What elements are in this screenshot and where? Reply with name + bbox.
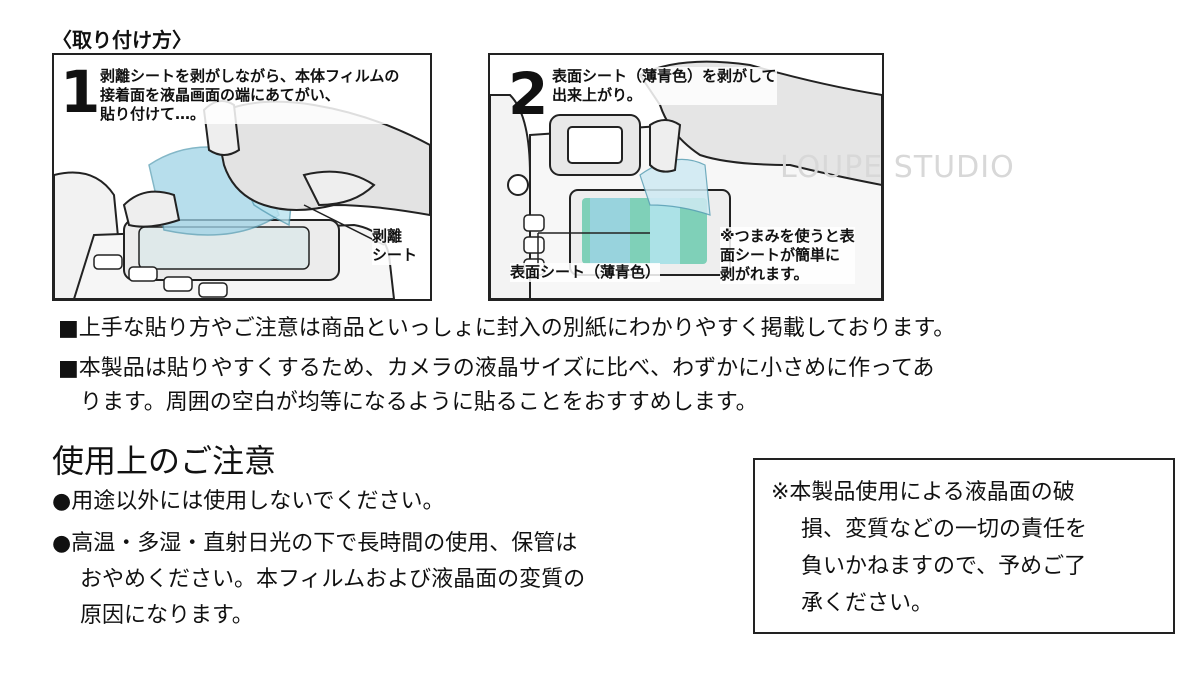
- release-sheet-callout: 剥離 シート: [372, 227, 418, 265]
- step2-text-line: 表面シート（薄青色）を剥がして: [552, 67, 777, 85]
- step2-instruction: 表面シート（薄青色）を剥がして 出来上がり。: [552, 67, 777, 105]
- watermark-logo: LOUPE STUDIO: [780, 150, 1015, 185]
- notice-text: 上手な貼り方やご注意は商品といっしょに封入の別紙にわかりやすく掲載しております。: [78, 316, 956, 341]
- step2-number: 2: [508, 60, 549, 128]
- circle-bullet-icon: ●: [52, 531, 72, 556]
- tab-tip: ※つまみを使うと表 面シートが簡単に 剥がれます。: [720, 227, 855, 284]
- tip-line: 剥がれます。: [720, 265, 809, 283]
- step1-number: 1: [60, 58, 101, 126]
- step1-instruction: 剥離シートを剥がしながら、本体フィルムの 接着面を液晶画面の端にあてがい、 貼り…: [100, 67, 400, 124]
- caution-text: おやめください。本フィルムおよび液晶面の変質の: [80, 567, 586, 592]
- caution-text: 高温・多湿・直射日光の下で長時間の使用、保管は: [71, 531, 578, 556]
- caution-item: ●高温・多湿・直射日光の下で長時間の使用、保管は おやめください。本フィルムおよ…: [52, 526, 732, 634]
- callout-line: 剥離: [372, 227, 403, 245]
- how-to-heading: 〈取り付け方〉: [52, 28, 192, 52]
- step1-text-line: 剥離シートを剥がしながら、本体フィルムの: [100, 67, 400, 85]
- step2-text-line: 出来上がり。: [552, 86, 642, 104]
- disclaimer-text: 承ください。: [801, 591, 934, 616]
- caution-text: 原因になります。: [80, 603, 254, 628]
- tip-line: ※つまみを使うと表: [720, 227, 855, 245]
- notice-text: ります。周囲の空白が均等になるように貼ることをおすすめします。: [80, 390, 758, 415]
- disclaimer-text: 負いかねますので、予めご了: [801, 554, 1087, 579]
- notice-item: ■本製品は貼りやすくするため、カメラの液晶サイズに比べ、わずかに小さめに作ってあ…: [58, 352, 1188, 420]
- callout-line: シート: [372, 246, 418, 264]
- notice-text: 本製品は貼りやすくするため、カメラの液晶サイズに比べ、わずかに小さめに作ってあ: [78, 356, 935, 381]
- square-bullet-icon: ■: [58, 316, 79, 341]
- step1-text-line: 接着面を液晶画面の端にあてがい、: [100, 86, 340, 104]
- disclaimer-text: 損、変質などの一切の責任を: [801, 517, 1088, 542]
- step1-text-line: 貼り付けて…。: [100, 105, 206, 123]
- circle-bullet-icon: ●: [52, 489, 72, 514]
- caution-text: 用途以外には使用しないでください。: [71, 489, 445, 514]
- step1-camera-drawing: [54, 100, 430, 299]
- step2-illustration: 2 表面シート（薄青色）を剥がして 出来上がり。 表面シート（薄青色） ※つまみ…: [488, 53, 884, 301]
- caution-item: ●用途以外には使用しないでください。: [52, 484, 732, 520]
- caution-title: 使用上のご注意: [52, 442, 277, 480]
- disclaimer-box: ※本製品使用による液晶面の破 損、変質などの一切の責任を 負いかねますので、予め…: [753, 458, 1175, 634]
- surface-sheet-callout: 表面シート（薄青色）: [510, 263, 661, 282]
- disclaimer-text: ※本製品使用による液晶面の破: [771, 480, 1075, 505]
- notice-item: ■上手な貼り方やご注意は商品といっしょに封入の別紙にわかりやすく掲載しております…: [58, 312, 1188, 346]
- step1-illustration: 1 剥離シートを剥がしながら、本体フィルムの 接着面を液晶画面の端にあてがい、 …: [52, 53, 432, 301]
- square-bullet-icon: ■: [58, 356, 79, 381]
- tip-line: 面シートが簡単に: [720, 246, 841, 264]
